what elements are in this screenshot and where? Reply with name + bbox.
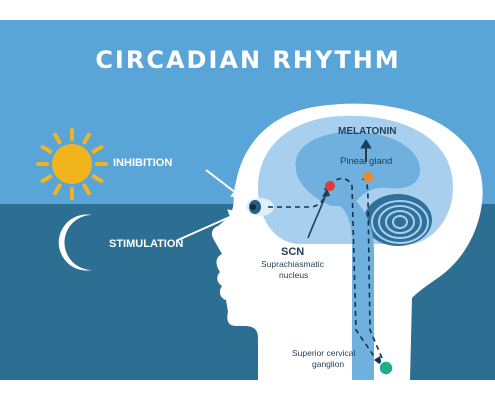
sun-ray	[53, 183, 62, 196]
cerebellum	[364, 194, 432, 246]
sun-ray	[82, 132, 91, 145]
brainstem	[338, 196, 374, 380]
ganglion-label-line2: ganglion	[312, 359, 344, 369]
pineal-gland-label: Pineal gland	[340, 156, 392, 167]
sun-ray	[40, 145, 53, 154]
melatonin-label: MELATONIN	[338, 126, 397, 137]
cerebellum-fold	[392, 215, 408, 229]
sun-ray	[82, 183, 91, 196]
eye	[246, 198, 274, 216]
sun-ray	[91, 145, 104, 154]
sun-ray	[40, 174, 53, 183]
sun-ray	[91, 174, 104, 183]
cerebellum-fold	[378, 205, 422, 239]
sun-icon	[36, 128, 108, 200]
inhibition-arrow	[205, 169, 243, 199]
scn-full-name-line2: nucleus	[279, 270, 308, 280]
melatonin-arrow	[360, 139, 372, 162]
ganglion-label-line1: Superior cervical	[292, 348, 355, 358]
inhibition-label: INHIBITION	[113, 157, 172, 169]
pineal-gland-dot	[363, 172, 373, 182]
scn-pointer-arrowhead	[322, 188, 330, 197]
scn-label: SCN	[281, 246, 304, 258]
scn-full-name-line1: Suprachiasmatic	[261, 259, 325, 269]
scn-pointer	[307, 193, 327, 239]
superior-cervical-ganglion-dot	[378, 360, 394, 376]
diagram-title: CIRCADIAN RHYTHM	[95, 46, 400, 74]
sun-ray	[53, 132, 62, 145]
cerebellum-fold	[371, 200, 429, 244]
stimulation-label: STIMULATION	[109, 238, 183, 250]
stimulation-arrow	[177, 209, 241, 241]
cerebellum-fold	[385, 210, 415, 234]
scn-dot	[325, 181, 335, 191]
moon-icon	[58, 214, 92, 271]
